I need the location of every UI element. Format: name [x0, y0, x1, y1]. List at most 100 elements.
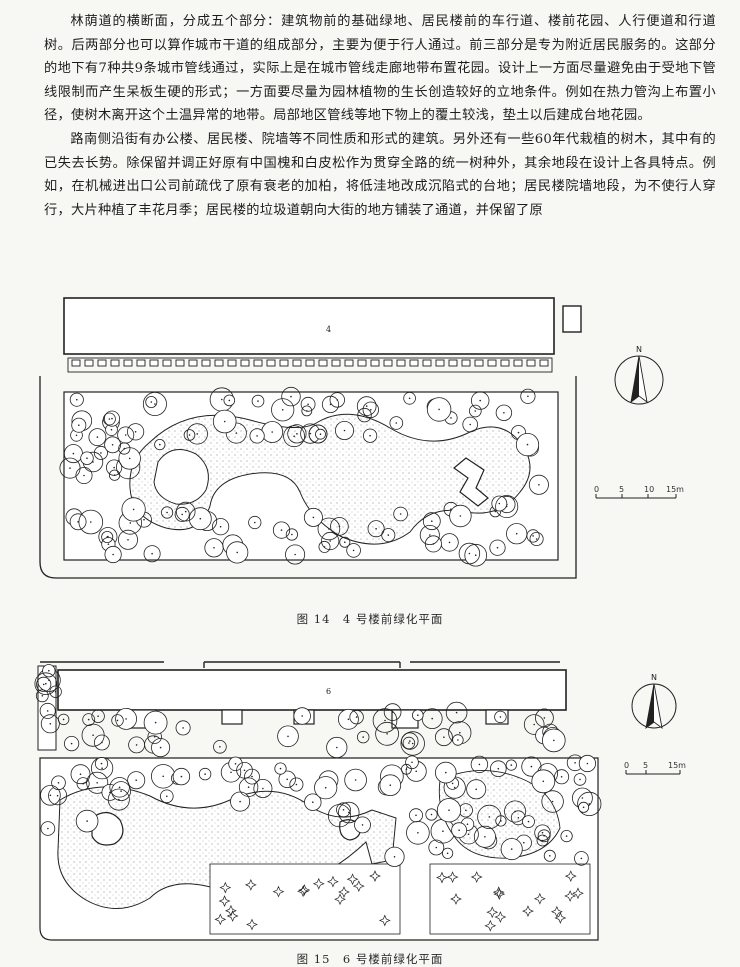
- tree-trunk: [458, 829, 460, 831]
- tree-trunk: [77, 521, 79, 523]
- tree-trunk: [329, 403, 332, 406]
- tree-canopy: [338, 801, 360, 824]
- rose-symbol: [450, 893, 462, 905]
- tree-canopy: [111, 714, 124, 727]
- tree-canopy: [289, 777, 304, 792]
- hedge-block: [149, 359, 159, 367]
- tree-trunk: [83, 474, 85, 477]
- rose-symbol: [564, 870, 577, 883]
- tree-trunk: [411, 761, 413, 764]
- rose-symbol: [334, 893, 346, 906]
- tree-canopy: [383, 703, 402, 721]
- tree-trunk: [324, 786, 327, 789]
- tree-trunk: [386, 733, 388, 735]
- tree-trunk: [581, 797, 584, 799]
- tree-trunk: [128, 457, 131, 460]
- tree-trunk: [510, 764, 513, 766]
- tree-trunk: [543, 835, 545, 837]
- hedge-block: [253, 359, 263, 367]
- tree-trunk: [257, 400, 259, 402]
- scale-label-0: 0: [624, 761, 629, 770]
- tree-trunk: [457, 739, 459, 741]
- tree-trunk: [408, 397, 411, 400]
- tree-canopy: [336, 802, 351, 818]
- hedge-block: [318, 359, 328, 367]
- tree-trunk: [49, 794, 52, 797]
- tree-trunk: [408, 742, 410, 744]
- tree-trunk: [553, 739, 555, 742]
- tree-trunk: [219, 525, 222, 528]
- tree-canopy: [535, 708, 554, 728]
- tree-trunk: [108, 418, 111, 420]
- rose-symbols: [214, 870, 584, 932]
- rose-symbol: [378, 914, 391, 927]
- tree-canopy: [75, 466, 93, 484]
- tree-trunk: [369, 434, 371, 437]
- tree-canopy: [356, 396, 377, 416]
- tree-canopy: [107, 788, 130, 811]
- site-boundary: [39, 376, 577, 579]
- tree-trunk: [580, 857, 583, 860]
- tree-trunk: [96, 782, 98, 784]
- tree-canopy: [445, 701, 468, 724]
- rose-symbol: [346, 873, 359, 886]
- tree-trunk: [499, 716, 502, 718]
- tree-trunk: [153, 735, 156, 738]
- tree-trunk: [287, 735, 289, 738]
- tree-trunk: [429, 534, 431, 536]
- tree-canopy: [327, 804, 352, 828]
- tree-trunk: [247, 786, 250, 788]
- tree-canopy: [554, 769, 570, 785]
- tree-trunk: [479, 399, 482, 402]
- tree-trunk: [389, 784, 392, 786]
- tree-trunk: [543, 717, 546, 719]
- tree-trunk: [293, 435, 295, 437]
- tree-canopy: [403, 392, 416, 405]
- tree-canopy: [400, 763, 412, 775]
- hedge-block: [448, 359, 458, 367]
- tree-trunk: [459, 515, 462, 517]
- tree-trunk: [498, 502, 501, 505]
- tree-canopy: [489, 760, 507, 777]
- tree-canopy: [143, 545, 161, 563]
- tree-trunk: [532, 535, 534, 537]
- tree-trunk: [588, 803, 591, 805]
- tree-canopy: [183, 429, 196, 441]
- tree-canopy: [300, 396, 316, 412]
- tree-trunk: [184, 510, 187, 513]
- tree-canopy: [462, 416, 479, 433]
- tree-trunk: [124, 434, 127, 436]
- tree-trunk: [251, 775, 253, 778]
- hedge-block: [84, 359, 94, 367]
- tree-canopy: [76, 777, 90, 791]
- tree-trunk: [384, 719, 386, 722]
- tree-trunk: [280, 529, 283, 531]
- tree-trunk: [235, 432, 238, 434]
- hedge-block: [97, 359, 107, 367]
- tree-trunk: [431, 520, 433, 522]
- tree-canopy: [357, 407, 372, 423]
- tree-trunk: [348, 811, 350, 814]
- tree-trunk: [560, 776, 563, 778]
- tree-trunk: [219, 746, 221, 748]
- tree-trunk: [213, 547, 215, 549]
- tree-canopy: [128, 736, 146, 754]
- rose-symbol: [436, 871, 448, 884]
- tree-trunk: [417, 714, 419, 716]
- building-label: 6: [326, 687, 331, 696]
- tree-trunk: [256, 435, 258, 437]
- tree-canopy: [127, 771, 146, 790]
- tree-trunk: [86, 820, 88, 822]
- tree-trunk: [135, 779, 137, 781]
- tree-trunk: [517, 817, 520, 819]
- hedge-block: [357, 359, 367, 367]
- tree-trunk: [395, 422, 398, 424]
- tree-canopy: [40, 785, 61, 806]
- tree-trunk: [199, 517, 202, 520]
- hedge-block: [227, 359, 237, 367]
- tree-canopy: [318, 540, 331, 553]
- hedge-block: [487, 359, 497, 367]
- tree-trunk: [355, 716, 358, 718]
- tree-canopy: [434, 728, 453, 747]
